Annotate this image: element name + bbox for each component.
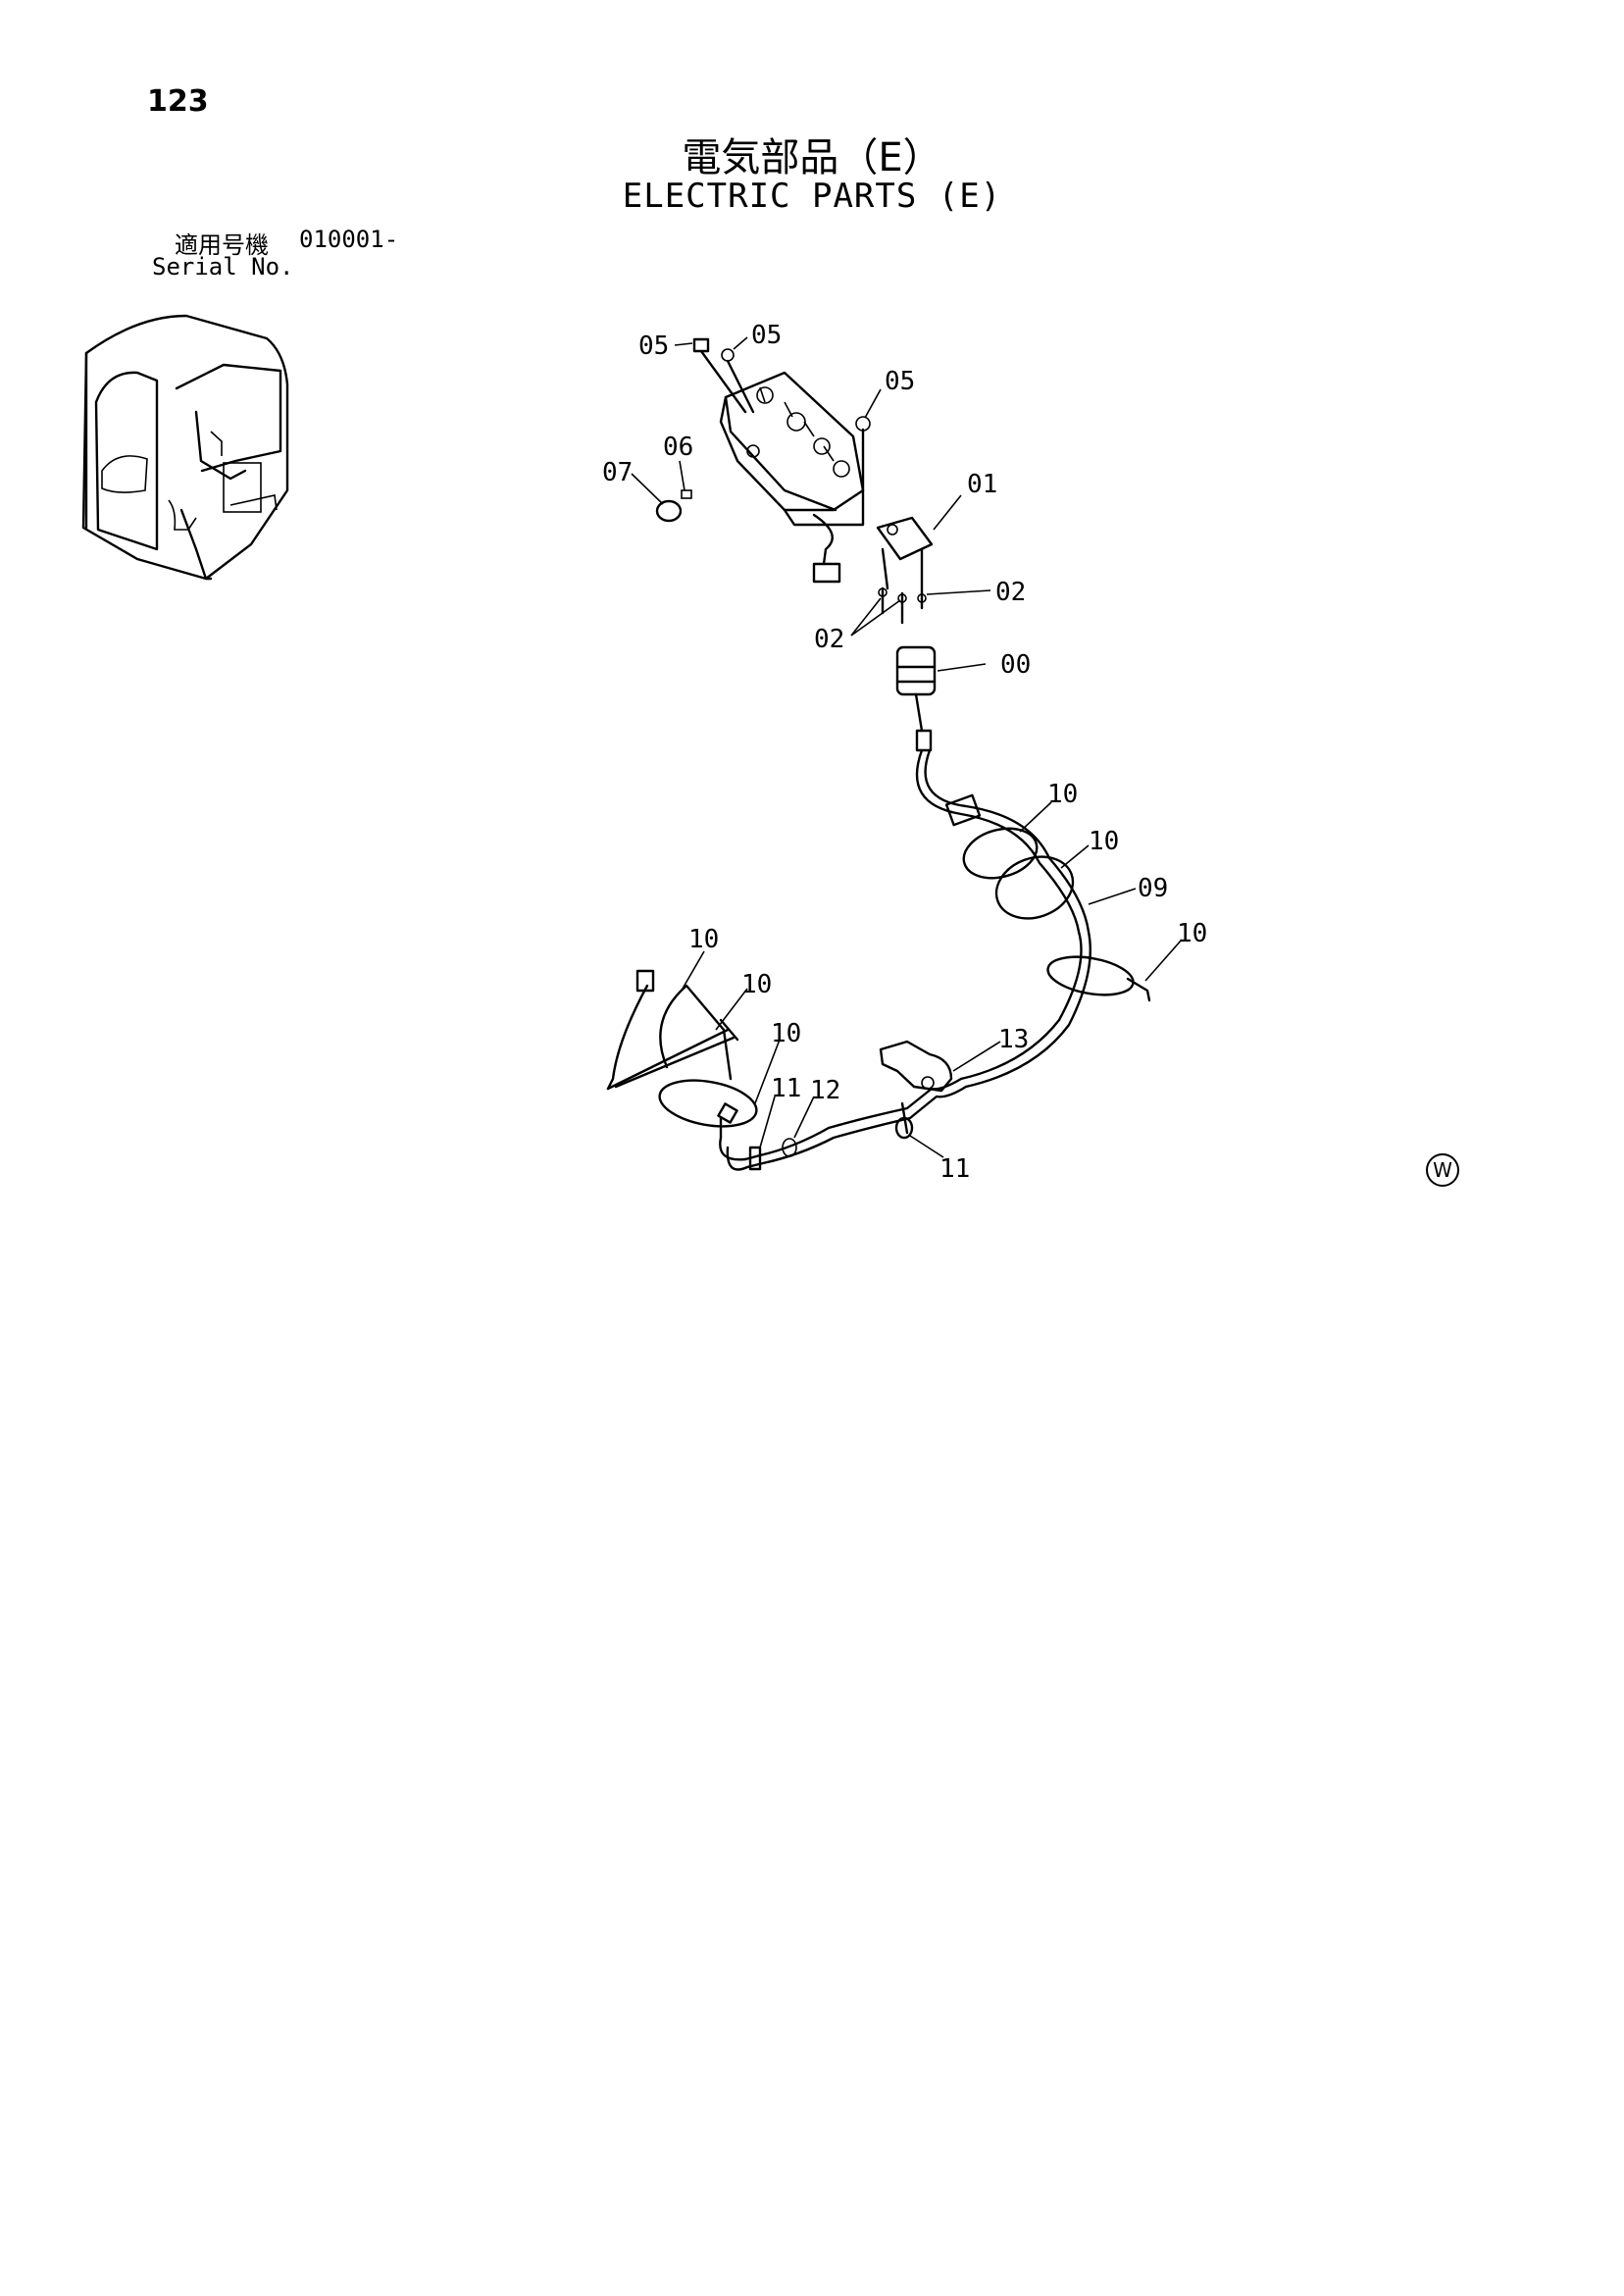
callout-label: 02 [995,578,1026,607]
callout-label: 00 [1000,650,1031,680]
callout-label: 10 [741,970,772,999]
watermark-symbol: W [1426,1153,1459,1187]
callout-labels: 05 05 05 07 06 01 02 02 00 10 10 09 10 1… [602,321,1207,1184]
callout-label: 02 [814,625,844,654]
callout-label: 11 [939,1154,970,1184]
callout-label: 10 [688,925,719,954]
serial-label-japanese: 適用号機 [175,231,269,259]
callout-label: 10 [1047,780,1078,809]
harness-assembly [606,645,1151,1171]
callout-label: 10 [771,1019,801,1048]
callout-label: 09 [1138,874,1168,903]
page-title-english: ELECTRIC PARTS (E) [622,177,1002,216]
leader-lines [631,336,1183,1158]
callout-label: 13 [998,1025,1029,1054]
callout-label: 06 [663,433,693,462]
callout-label: 10 [1089,827,1119,856]
monitor-assembly [655,337,934,625]
serial-label-english: Serial No. [152,253,294,281]
callout-label: 10 [1177,919,1207,948]
cab-thumbnail [81,314,289,581]
page-number: 123 [147,84,209,119]
callout-label: 11 [771,1074,801,1103]
page-title-japanese: 電気部品（E） [682,135,942,180]
callout-label: 05 [885,367,915,396]
callout-label: 05 [638,332,669,361]
callout-label: 05 [751,321,782,350]
callout-label: 01 [967,470,997,499]
callout-label: 12 [810,1076,840,1105]
serial-value: 010001- [299,226,399,253]
callout-label: 07 [602,458,633,487]
